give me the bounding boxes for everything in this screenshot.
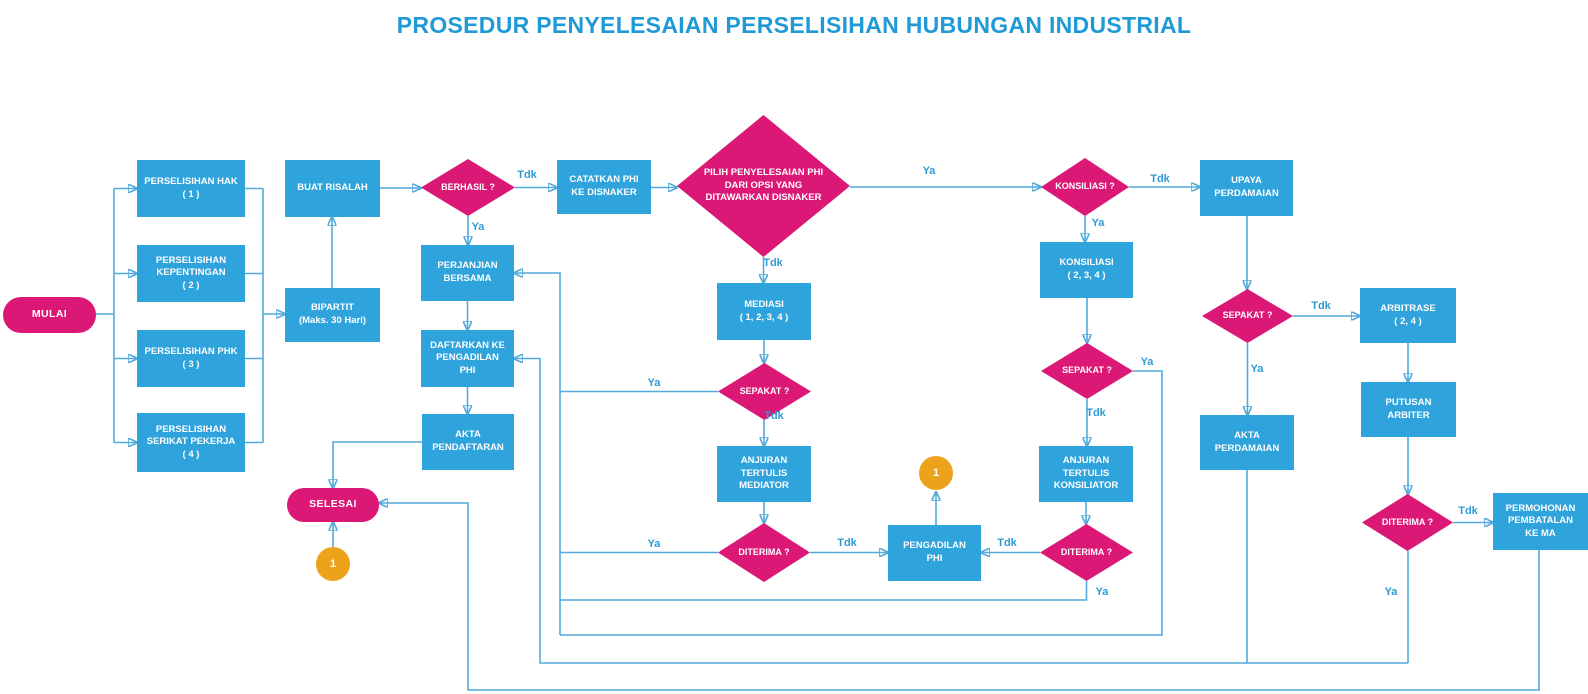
node-sepakat-konsiliasi-label: SEPAKAT ? — [1062, 365, 1112, 376]
edge-label-sepakat-perdamaian-ya: Ya — [1250, 363, 1264, 375]
node-mediasi-label: MEDIASI ( 1, 2, 3, 4 ) — [739, 298, 789, 323]
node-akta-pendaftaran: AKTA PENDAFTARAN — [422, 414, 514, 470]
node-perjanjian-bersama: PERJANJIAN BERSAMA — [421, 245, 514, 301]
node-diterima-mediator-label: DITERIMA ? — [738, 546, 790, 557]
page-title: PROSEDUR PENYELESAIAN PERSELISIHAN HUBUN… — [396, 12, 1192, 38]
node-selesai: SELESAI — [287, 488, 379, 522]
edge-label-berhasil-ya: Ya — [471, 221, 485, 233]
edge-perselisihan-merge-trunk — [245, 187, 264, 444]
node-akta-pendaftaran-label: AKTA PENDAFTARAN — [432, 429, 504, 453]
edge-label-konsiliasi-ya: Ya — [1091, 217, 1105, 229]
edge-label-diterima-konsiliator-ya: Ya — [1095, 586, 1109, 598]
edge-label-diterima-mediator-tdk: Tdk — [837, 537, 857, 549]
node-sepakat-mediasi-label: SEPAKAT ? — [739, 385, 790, 396]
node-putusan-arbiter: PUTUSAN ARBITER — [1361, 382, 1456, 437]
node-perselisihan-hak: PERSELISIHAN HAK ( 1 ) — [137, 160, 245, 217]
node-pengadilan-phi: PENGADILAN PHI — [888, 525, 981, 581]
node-anjuran-mediator-label: ANJURAN TERTULIS MEDIATOR — [739, 455, 789, 492]
connector-1-selesai-label: 1 — [329, 557, 337, 570]
node-buat-risalah-label: BUAT RISALAH — [297, 182, 368, 194]
edge-mulai-branch-trunk — [96, 188, 115, 443]
edge-label-sepakat-konsiliasi-tdk: Tdk — [1086, 407, 1106, 419]
offpage-connector-1-selesai: 1 — [316, 547, 350, 581]
node-perselisihan-hak-label: PERSELISIHAN HAK ( 1 ) — [144, 175, 238, 200]
node-bipartit: BIPARTIT (Maks. 30 Hari) — [285, 288, 380, 342]
node-bipartit-label: BIPARTIT (Maks. 30 Hari) — [298, 302, 367, 326]
edge-label-diterima-konsiliator-tdk: Tdk — [997, 537, 1017, 549]
node-daftarkan-ke-phi-label: DAFTARKAN KE PENGADILAN PHI — [430, 339, 505, 376]
edge-label-diterima-arbiter-tdk: Tdk — [1458, 505, 1478, 517]
edge-label-diterima-arbiter-ya: Ya — [1384, 586, 1398, 598]
node-selesai-label: SELESAI — [309, 498, 357, 511]
node-mulai: MULAI — [3, 297, 96, 333]
node-arbitrase: ARBITRASE ( 2, 4 ) — [1360, 288, 1456, 343]
offpage-connector-1-pengadilan: 1 — [919, 456, 953, 490]
edge-akta-pendaftaran-selesai — [333, 441, 422, 488]
node-perselisihan-phk: PERSELISIHAN PHK ( 3 ) — [137, 330, 245, 387]
edge-label-pilih-ya: Ya — [922, 165, 936, 177]
node-pengadilan-phi-label: PENGADILAN PHI — [903, 540, 966, 564]
node-upaya-perdamaian-label: UPAYA PERDAMAIAN — [1214, 175, 1279, 199]
edge-sepakat-kon-ya — [560, 370, 1163, 636]
connector-1-pengadilan-label: 1 — [932, 466, 940, 479]
node-perselisihan-phk-label: PERSELISIHAN PHK ( 3 ) — [144, 345, 238, 370]
node-perselisihan-kepentingan: PERSELISIHAN KEPENTINGAN ( 2 ) — [137, 245, 245, 302]
node-pilih-penyelesaian-label: PILIH PENYELESAIAN PHI DARI OPSI YANG DI… — [703, 167, 824, 204]
edge-diterima-kon-ya — [560, 581, 1088, 601]
node-putusan-arbiter-label: PUTUSAN ARBITER — [1385, 396, 1432, 421]
node-anjuran-mediator: ANJURAN TERTULIS MEDIATOR — [717, 446, 811, 502]
node-upaya-perdamaian: UPAYA PERDAMAIAN — [1200, 160, 1293, 216]
edge-feedback-to-daftarkan — [514, 359, 1408, 664]
node-akta-perdamaian: AKTA PERDAMAIAN — [1200, 415, 1294, 470]
node-perjanjian-bersama-label: PERJANJIAN BERSAMA — [437, 260, 498, 284]
edge-feedback-to-perjanjian — [514, 273, 561, 635]
node-mulai-label: MULAI — [31, 308, 68, 321]
edge-label-sepakat-konsiliasi-ya: Ya — [1140, 356, 1154, 368]
node-catatkan-phi-label: CATATKAN PHI KE DISNAKER — [569, 174, 639, 198]
node-mediasi: MEDIASI ( 1, 2, 3, 4 ) — [717, 283, 811, 340]
node-konsiliasi-q-label: KONSILIASI ? — [1055, 181, 1115, 192]
node-diterima-konsiliator-label: DITERIMA ? — [1060, 546, 1113, 557]
node-diterima-arbiter-label: DITERIMA ? — [1381, 516, 1434, 527]
node-catatkan-phi: CATATKAN PHI KE DISNAKER — [557, 160, 651, 214]
node-akta-perdamaian-label: AKTA PERDAMAIAN — [1214, 429, 1280, 454]
node-buat-risalah: BUAT RISALAH — [285, 160, 380, 217]
edge-label-konsiliasi-tdk: Tdk — [1150, 173, 1170, 185]
edge-label-pilih-tdk: Tdk — [763, 257, 783, 269]
edge-label-berhasil-tdk: Tdk — [517, 169, 537, 181]
node-berhasil-label: BERHASIL ? — [441, 181, 495, 192]
node-konsiliasi-label: KONSILIASI ( 2, 3, 4 ) — [1059, 257, 1114, 281]
node-permohonan-pembatalan: PERMOHONAN PEMBATALAN KE MA — [1493, 493, 1588, 550]
node-daftarkan-ke-phi: DAFTARKAN KE PENGADILAN PHI — [421, 330, 514, 387]
edge-permohonan-to-selesai — [379, 503, 1540, 691]
node-perselisihan-serikat-pekerja: PERSELISIHAN SERIKAT PEKERJA ( 4 ) — [137, 413, 245, 472]
node-anjuran-konsiliator-label: ANJURAN TERTULIS KONSILIATOR — [1053, 455, 1119, 492]
node-arbitrase-label: ARBITRASE ( 2, 4 ) — [1380, 302, 1436, 327]
node-konsiliasi: KONSILIASI ( 2, 3, 4 ) — [1040, 242, 1133, 298]
node-sepakat-perdamaian-label: SEPAKAT ? — [1222, 310, 1273, 321]
edge-label-diterima-mediator-ya: Ya — [647, 538, 661, 550]
edge-label-sepakat-perdamaian-tdk: Tdk — [1311, 300, 1331, 312]
edge-label-sepakat-mediasi-ya: Ya — [647, 377, 661, 389]
node-anjuran-konsiliator: ANJURAN TERTULIS KONSILIATOR — [1039, 446, 1133, 502]
node-perselisihan-serikat-pekerja-label: PERSELISIHAN SERIKAT PEKERJA ( 4 ) — [146, 423, 236, 460]
node-perselisihan-kepentingan-label: PERSELISIHAN KEPENTINGAN ( 2 ) — [155, 254, 227, 291]
edge-label-sepakat-mediasi-tdk: Tdk — [764, 410, 784, 422]
node-permohonan-pembatalan-label: PERMOHONAN PEMBATALAN KE MA — [1505, 502, 1576, 539]
